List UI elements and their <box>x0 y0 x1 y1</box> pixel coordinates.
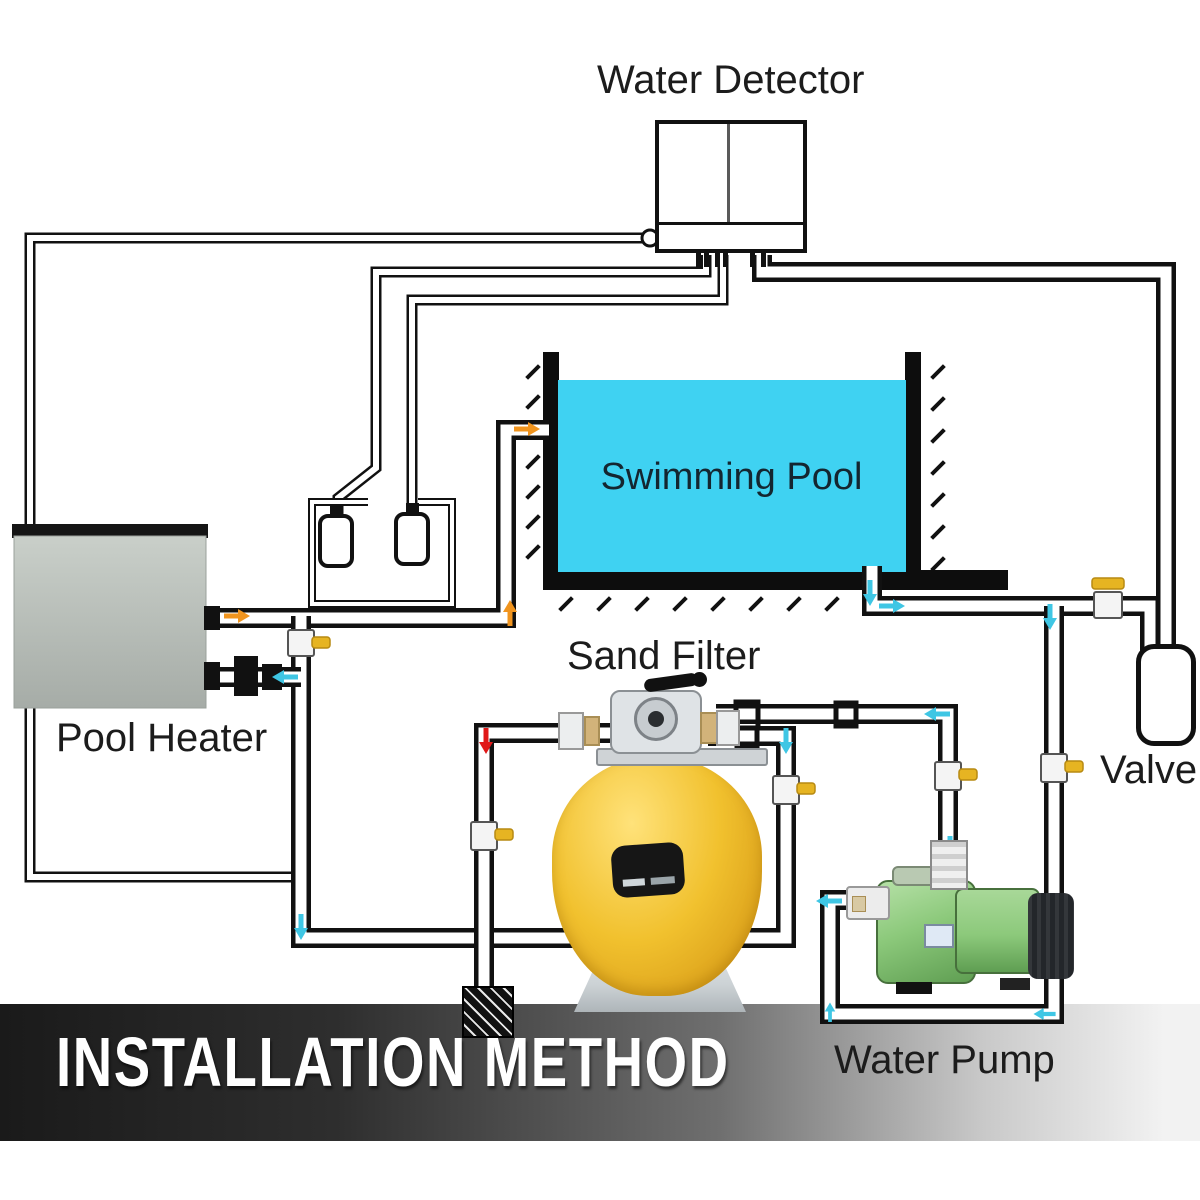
multiport-valve-right-flange <box>716 710 740 746</box>
water-detector-box <box>655 120 807 253</box>
sand-filter-label: Sand Filter <box>567 634 761 678</box>
pool-heater-body <box>12 524 208 709</box>
multiport-valve-left-flange <box>558 712 584 750</box>
water-detector-divider <box>727 124 730 223</box>
pump-motor <box>1028 893 1074 979</box>
banner-bar <box>0 1004 1200 1141</box>
valve-pump-discharge <box>934 761 978 791</box>
chemical-feeder-2 <box>394 503 430 566</box>
pump-suction-coupling <box>846 886 890 920</box>
valve-label: Valve <box>1100 748 1198 792</box>
pump-foot <box>896 982 932 994</box>
valve-filter-return <box>772 775 816 805</box>
pool-water <box>558 380 906 572</box>
pool-heater-label: Pool Heater <box>56 716 268 760</box>
pool-wall-left <box>543 352 559 578</box>
valve-heater-branch <box>287 629 331 657</box>
return-flow-arrows <box>224 422 540 626</box>
pump-nameplate <box>924 924 954 948</box>
pump-foot <box>1000 978 1030 990</box>
banner-title: INSTALLATION METHOD <box>56 1023 730 1101</box>
valve-body <box>1136 644 1196 746</box>
pool-wall-right <box>905 352 921 590</box>
pump-inlet-coupling <box>930 840 968 890</box>
detector-fittings <box>640 228 766 267</box>
water-detector-label: Water Detector <box>597 58 865 102</box>
valve-pool-drain <box>1091 577 1125 619</box>
multiport-valve-dial <box>634 697 678 741</box>
valve-waste-line <box>470 821 514 851</box>
heater-fittings <box>204 606 282 696</box>
pipe-feeder-lines <box>308 255 729 608</box>
pump-volute <box>955 888 1040 974</box>
water-detector-baseline <box>659 222 803 225</box>
filter-window <box>610 841 686 899</box>
swimming-pool-structure <box>525 352 1008 612</box>
waste-drain <box>462 986 514 1038</box>
swimming-pool-label: Swimming Pool <box>600 456 863 498</box>
pool-floor <box>543 570 1008 590</box>
chemical-feeder-1 <box>318 505 354 568</box>
multiport-valve-left-port <box>584 716 600 746</box>
water-pump-label: Water Pump <box>834 1038 1055 1082</box>
multiport-valve-knob <box>692 672 707 687</box>
valve-pump-suction <box>1040 753 1084 783</box>
